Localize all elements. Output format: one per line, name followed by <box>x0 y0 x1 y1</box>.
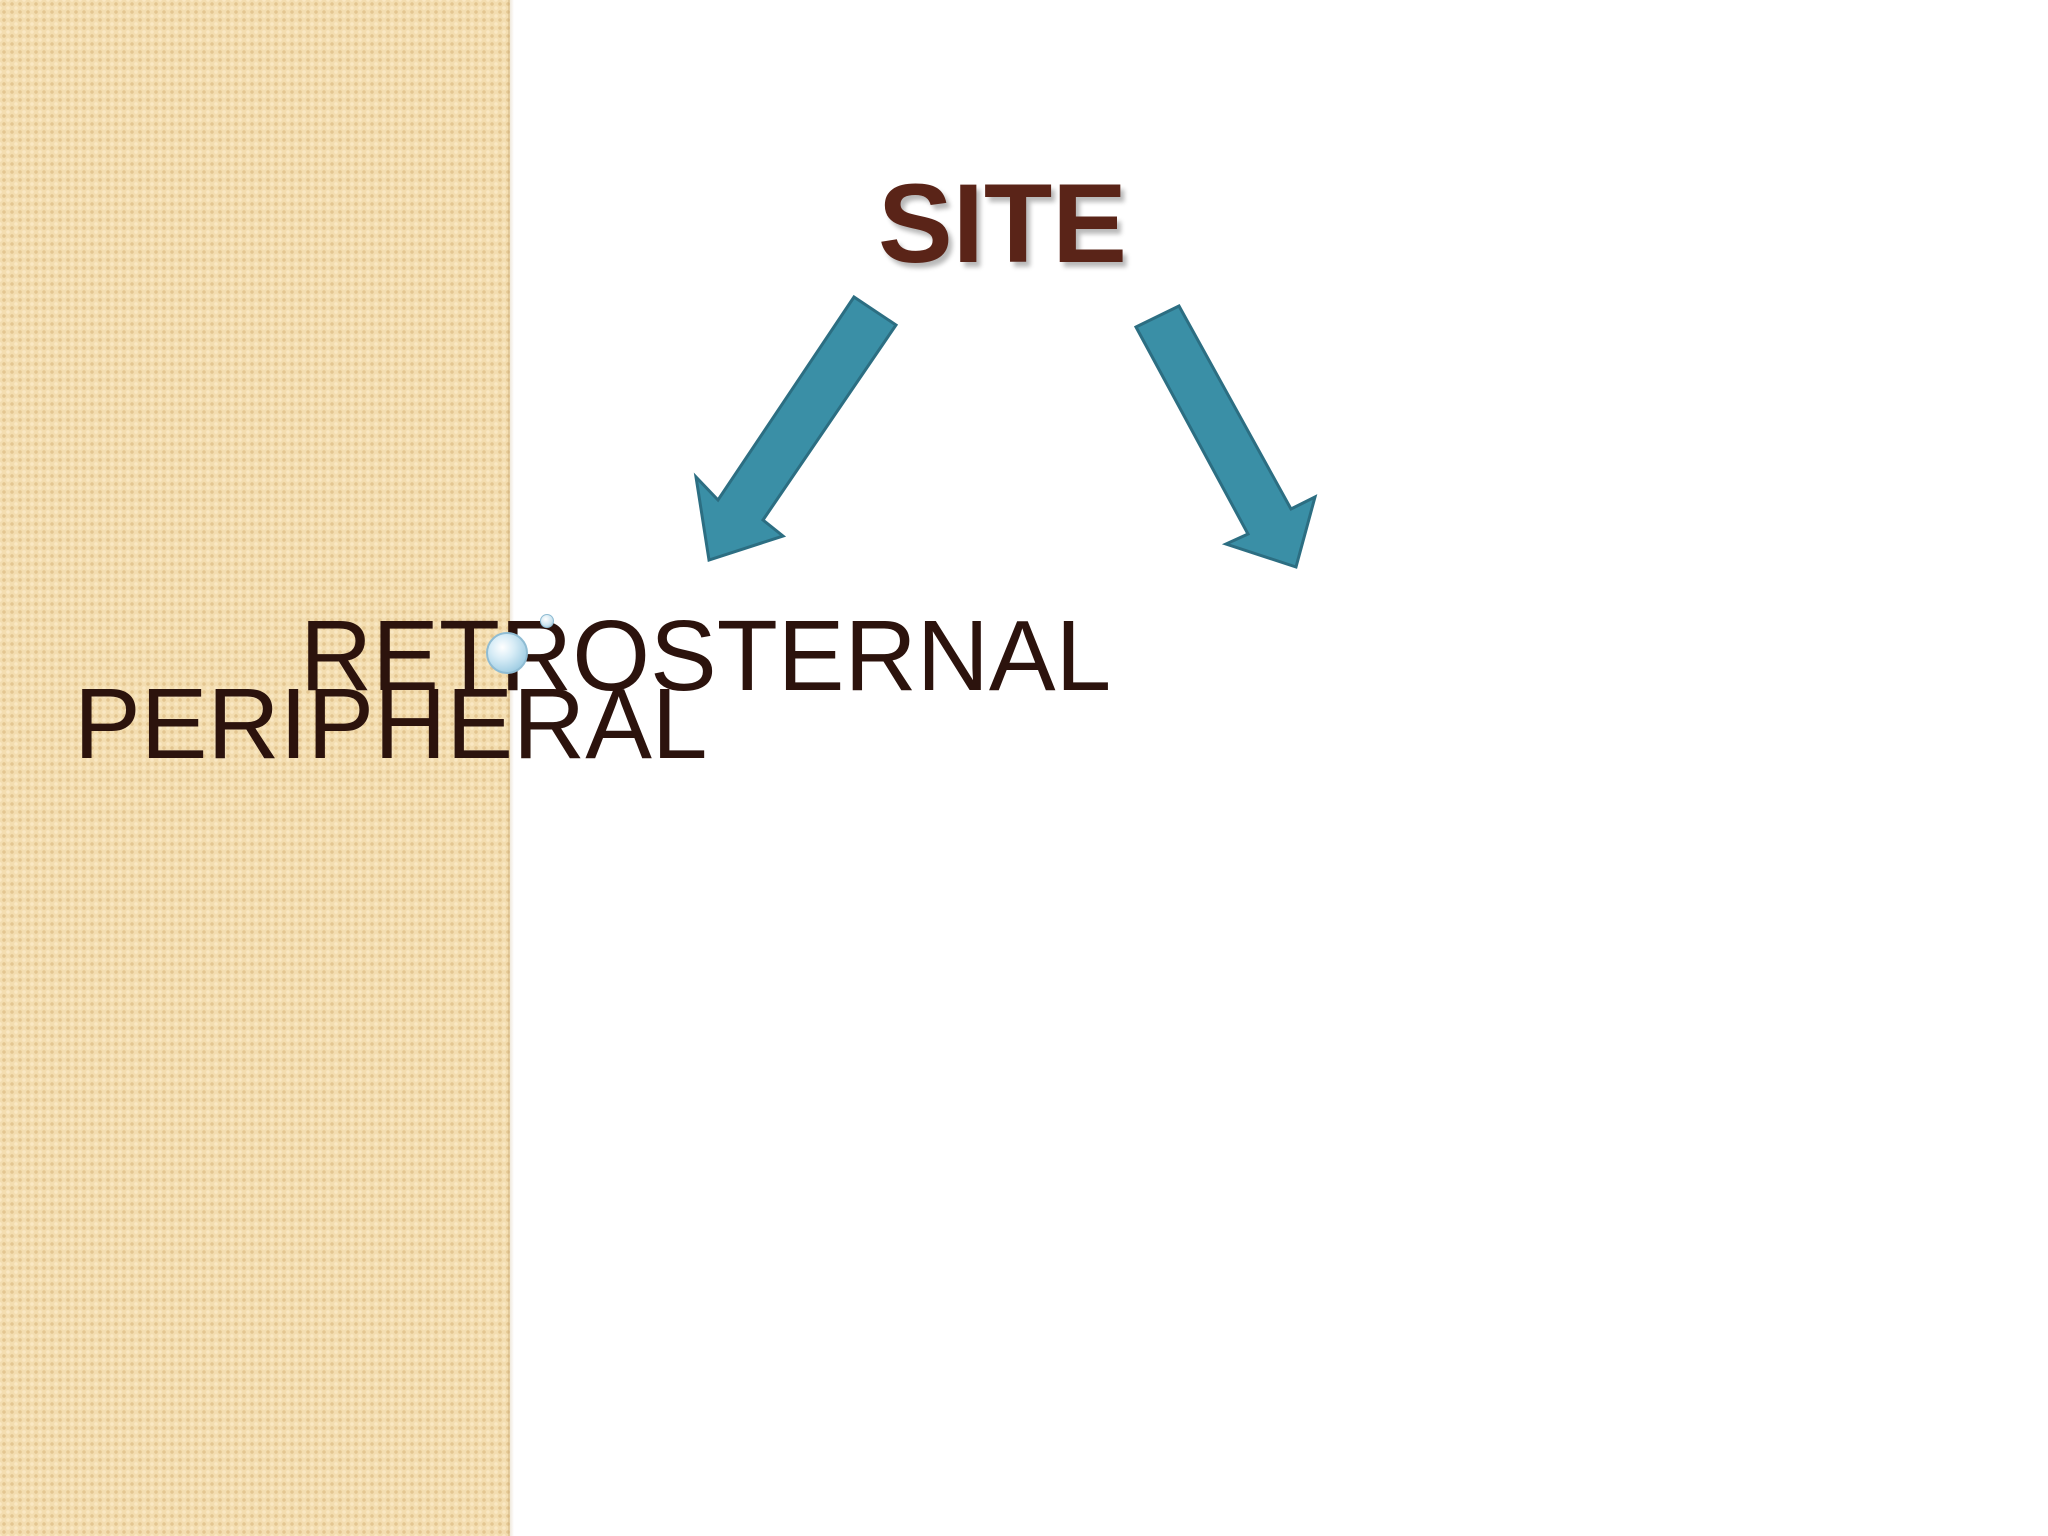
side-panel-edge <box>508 0 514 1536</box>
rotation-handle-icon[interactable] <box>486 632 528 674</box>
small-handle-icon[interactable] <box>540 614 554 628</box>
label-peripheral[interactable]: PERIPHERAL <box>74 668 708 780</box>
arrow-down-left-icon[interactable] <box>693 294 899 562</box>
slide-title[interactable]: SITE <box>878 161 1127 286</box>
side-panel <box>0 0 510 1536</box>
arrow-down-right-icon[interactable] <box>1133 304 1318 569</box>
label-retrosternal[interactable]: RETROSTERNAL <box>300 600 1112 712</box>
